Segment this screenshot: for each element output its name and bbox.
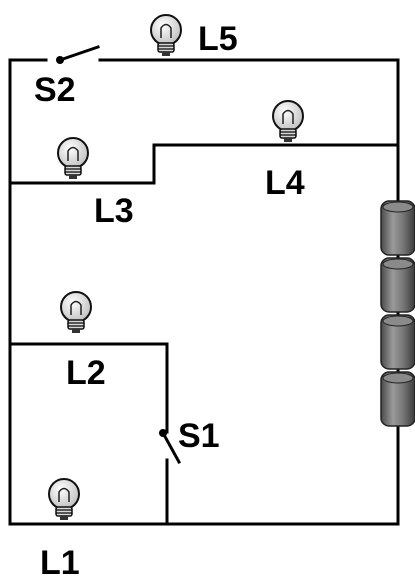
switch-s1-lever	[160, 430, 182, 465]
battery-cell-icon	[380, 257, 415, 313]
label-l2: L2	[66, 354, 106, 392]
battery-cell-icon	[380, 314, 415, 370]
switch-s1[interactable]	[159, 429, 182, 465]
label-l3: L3	[94, 192, 134, 230]
label-s1: S1	[178, 417, 220, 455]
label-s2: S2	[34, 71, 76, 109]
switch-s2[interactable]	[56, 45, 100, 64]
switch-s2-lever	[58, 45, 100, 62]
battery-cell-icon	[380, 371, 415, 427]
label-l1: L1	[40, 544, 80, 581]
battery-cell-icon	[380, 200, 415, 256]
bulb-l3	[57, 137, 89, 180]
bulb-l2	[60, 291, 92, 334]
label-l4: L4	[265, 164, 305, 202]
bulb-l5	[150, 14, 182, 57]
bulb-l4	[272, 100, 304, 143]
bulb-l1	[48, 478, 80, 521]
wires	[8, 58, 400, 526]
label-l5: L5	[198, 20, 238, 58]
